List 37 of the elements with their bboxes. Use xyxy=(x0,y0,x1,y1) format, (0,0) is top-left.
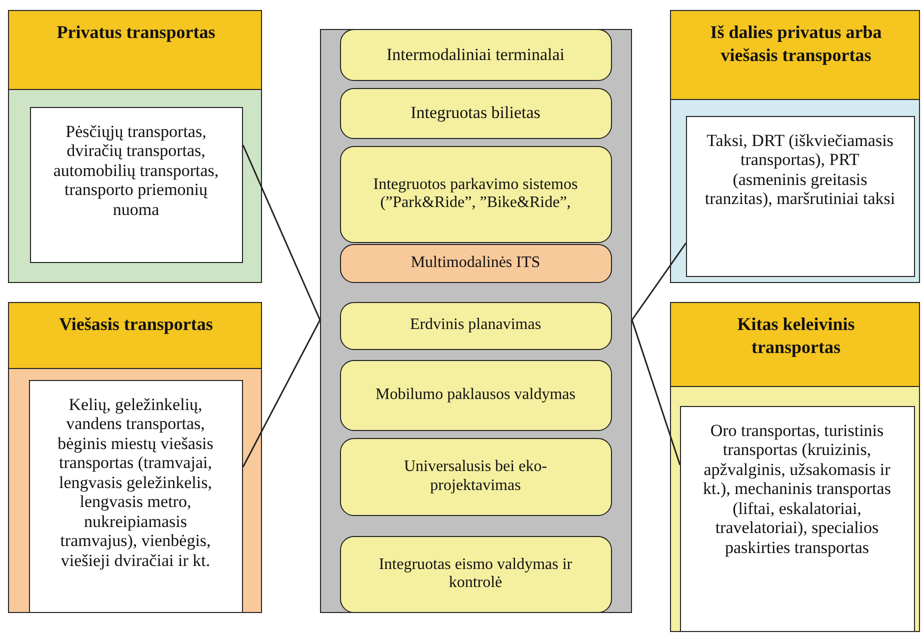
category-panel xyxy=(670,302,920,632)
connector-line xyxy=(631,242,687,320)
description-text: Taksi, DRT (iškviečiamasis transportas), PRT (asmeninis greitasis tranzitas), maršrutiniai taksi xyxy=(704,130,896,209)
measure-box xyxy=(340,302,612,350)
measure-text: Intermodaliniai terminalai xyxy=(386,44,564,64)
measure-text: Integruotos parkavimo sistemos (”Park&Ride”, ”Bike&Ride”, xyxy=(372,176,579,212)
measure-box xyxy=(340,28,612,80)
description-box xyxy=(680,406,914,632)
category-panel xyxy=(8,10,262,283)
measure-text: Mobilumo paklausos valdymas xyxy=(376,386,576,404)
measure-box xyxy=(340,438,612,516)
measure-box xyxy=(340,88,612,138)
measure-text: Integruotas bilietas xyxy=(410,103,540,123)
description-box xyxy=(30,106,242,262)
connector-line xyxy=(242,144,321,320)
panel-heading: Privatus transportas xyxy=(56,21,216,44)
measure-text: Universalusis bei eko-projektavimas xyxy=(402,458,548,495)
connector-line xyxy=(631,320,681,466)
measure-text: Multimodalinės ITS xyxy=(410,254,540,272)
measure-text: Erdvinis planavimas xyxy=(410,316,542,335)
category-panel xyxy=(8,302,262,613)
category-panel xyxy=(670,10,920,283)
measure-text: Integruotas eismo valdymas ir kontrolė xyxy=(378,556,574,592)
measure-box xyxy=(340,536,612,612)
measures-column xyxy=(320,29,632,613)
description-text: Pėsčiųjų transportas, dviračių transportas, automobilių transportas, transporto priemonių nuoma xyxy=(52,122,220,220)
description-text: Oro transportas, turistinis transportas (kruizinis, apžvalginis, užsakomasis ir kt.), mechaninis transportas (liftai, eskalatoriai, travelatoriai), specialios paskirties transportas xyxy=(702,420,892,558)
description-box xyxy=(28,380,242,612)
measure-box xyxy=(340,360,612,430)
panel-heading: Iš dalies privatus arba viešasis transportas xyxy=(709,21,883,68)
connector-line xyxy=(242,320,321,468)
description-text: Kelių, geležinkelių, vandens transportas, bėginis miestų viešasis transportas (tramvajai, lengvasis geležinkelis, lengvasis metro, nukreipiamasis tramvajus), vienbėgis, viešieji dviračiai ir kt. xyxy=(56,394,214,570)
description-box xyxy=(686,116,914,276)
panel-heading: Kitas keleivinis transportas xyxy=(736,313,856,360)
panel-heading: Viešasis transportas xyxy=(58,313,214,336)
measure-box xyxy=(340,146,612,242)
measure-box xyxy=(340,244,612,282)
